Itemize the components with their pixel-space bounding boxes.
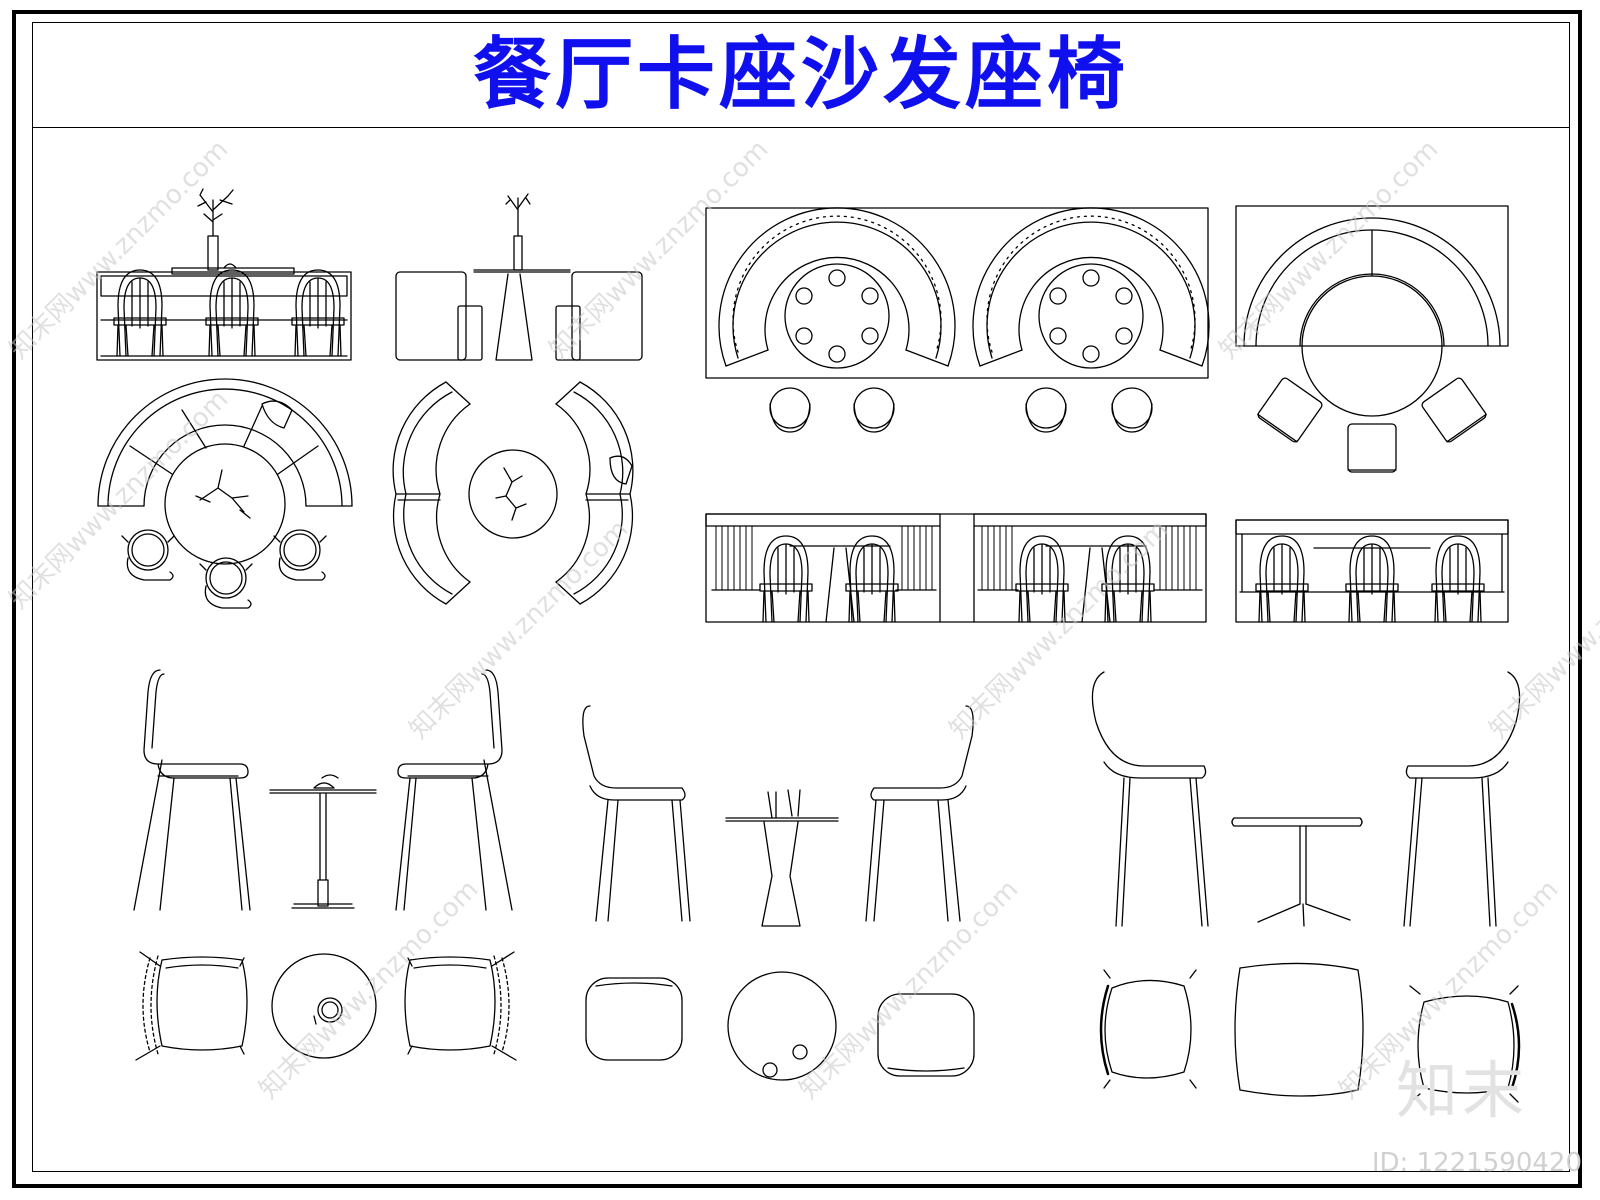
booth-elevation-small: [1236, 520, 1508, 623]
split-round-sofa-plan: [393, 382, 633, 604]
title-band: 餐厅卡座沙发座椅: [32, 22, 1570, 128]
outer-frame: [12, 10, 1582, 1188]
booth-elevation-side: [396, 194, 642, 360]
watermark-text: 知末网www.znzmo.com: [1484, 514, 1600, 745]
brand-watermark-logo: 知末: [1395, 1054, 1528, 1127]
inner-frame: [32, 22, 1570, 1172]
image-id-label: ID: 1221590420: [1371, 1148, 1582, 1178]
chair-table-set-2: [582, 705, 974, 1080]
semicircle-sofa-plan: [98, 379, 352, 609]
booth-elevation-double: [706, 514, 1206, 623]
chair-table-set-3: [1091, 671, 1519, 1102]
single-round-booth-plan: [1236, 206, 1508, 473]
watermark-text: 知末网www.znzmo.com: [544, 134, 775, 365]
watermark-text: 知末网www.znzmo.com: [404, 514, 635, 745]
booth-elevation-straight: [97, 189, 351, 360]
watermark-text: 知末网www.znzmo.com: [254, 874, 485, 1105]
page-title: 餐厅卡座沙发座椅: [472, 29, 1129, 120]
watermark-text: 知末网www.znzmo.com: [1214, 134, 1445, 365]
watermark-text: 知末网www.znzmo.com: [944, 514, 1175, 745]
double-round-booth-plan: [706, 208, 1209, 432]
chair-table-set-1: [133, 669, 516, 1060]
